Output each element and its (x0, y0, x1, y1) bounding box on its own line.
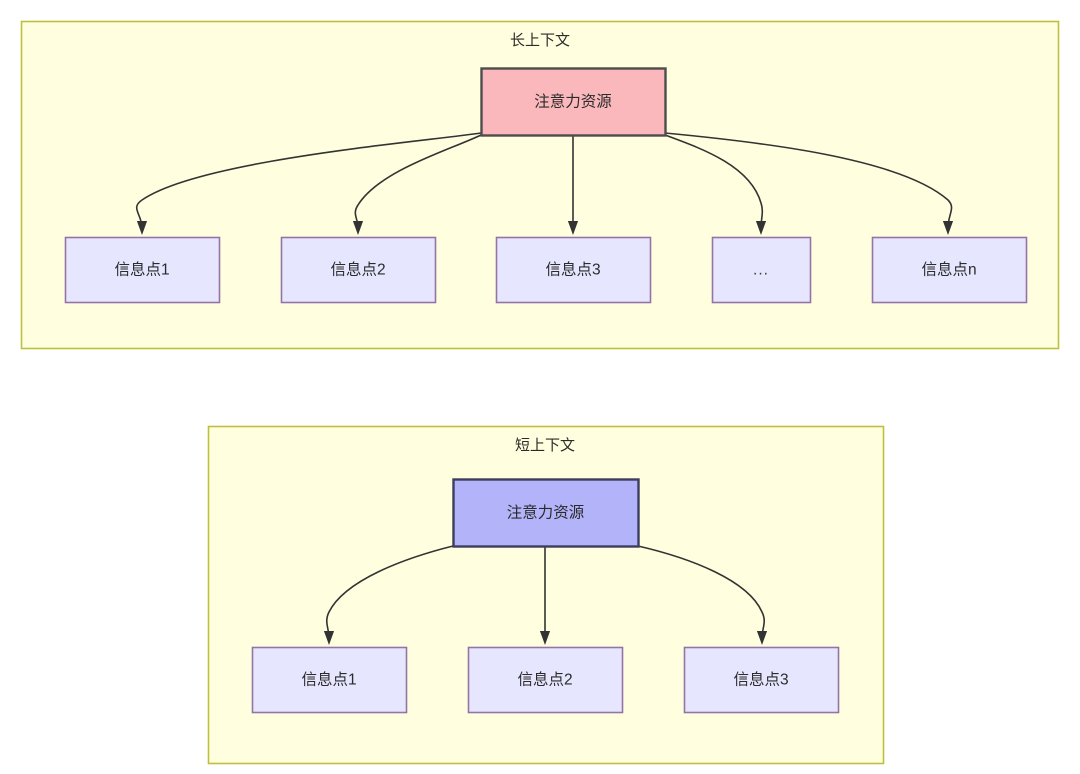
node-label-info-point-long-context-4: 信息点n (921, 261, 976, 279)
node-info-point-short-context-1[interactable] (467, 646, 624, 714)
edge-long-context-0 (135, 132, 482, 236)
node-info-point-long-context-2[interactable] (495, 236, 652, 304)
panel-title-long-context: 长上下文 (510, 32, 570, 49)
node-label-info-point-long-context-1: 信息点2 (330, 261, 385, 279)
node-info-point-short-context-0[interactable] (251, 646, 408, 714)
edge-long-context-3 (664, 134, 767, 236)
node-attention-resource-long-context[interactable] (480, 67, 667, 137)
node-label-info-point-short-context-1: 信息点2 (517, 671, 572, 689)
node-label-info-point-long-context-2: 信息点3 (545, 261, 600, 279)
edge-long-context-1 (352, 134, 482, 236)
node-info-point-long-context-1[interactable] (280, 236, 437, 304)
node-label-info-point-long-context-3: ... (753, 262, 769, 279)
node-label-info-point-short-context-0: 信息点1 (301, 671, 356, 689)
node-info-point-short-context-2[interactable] (683, 646, 840, 714)
node-label-info-point-long-context-0: 信息点1 (114, 261, 169, 279)
node-info-point-long-context-3[interactable] (711, 236, 812, 304)
node-attention-resource-short-context[interactable] (452, 478, 640, 548)
edge-long-context-4 (664, 132, 954, 236)
panel-title-short-context: 短上下文 (515, 437, 575, 454)
node-info-point-long-context-0[interactable] (64, 236, 221, 304)
node-label-attention-resource-short-context: 注意力资源 (507, 503, 585, 522)
edge-short-context-0 (323, 545, 454, 646)
node-info-point-long-context-4[interactable] (871, 236, 1028, 304)
node-label-info-point-short-context-2: 信息点3 (733, 671, 788, 689)
node-label-attention-resource-long-context: 注意力资源 (534, 92, 612, 111)
edge-short-context-2 (637, 545, 768, 646)
